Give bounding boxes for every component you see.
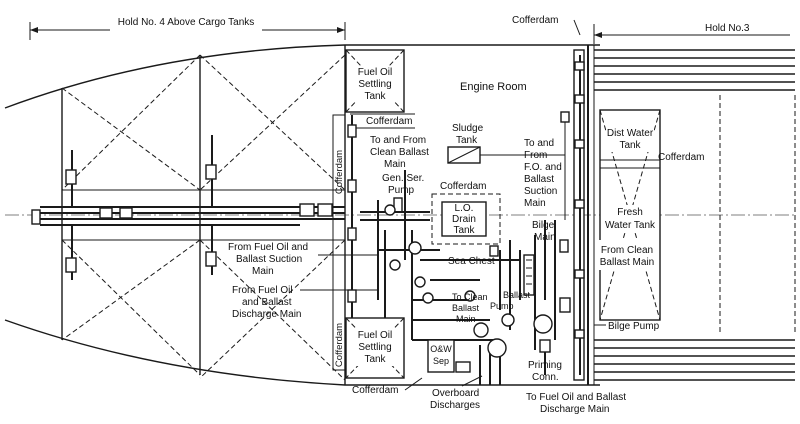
lo-drain-tank: L.O. Drain Tank: [431, 193, 501, 245]
fo-settling-tank-top: Fuel Oil Settling Tank: [345, 49, 405, 113]
cofferdam-mid-label: Cofferdam: [440, 181, 487, 192]
hold4-frames: [61, 54, 346, 381]
sludge-tank-line2: Tank: [456, 135, 478, 146]
ballast-pump-line1: Ballast: [503, 290, 531, 300]
to-from-fo-line4: Ballast: [524, 174, 554, 185]
hold3-label: Hold No.3: [705, 23, 750, 34]
overboard-line1: Overboard: [432, 388, 479, 399]
from-fo-discharge: From Fuel Oil and Ballast Discharge Main: [232, 285, 378, 320]
fo-settling-top-line2: Settling: [358, 79, 391, 90]
fo-settling-bottom-line3: Tank: [364, 354, 386, 365]
bulkhead-pipes: [573, 45, 595, 385]
cofferdam-top-label: Cofferdam: [512, 15, 559, 26]
water-tanks: Dist Water Tank Fresh Water Tank From Cl…: [596, 109, 661, 321]
cofferdam-upper-label: Cofferdam: [366, 116, 413, 127]
bilge-main-line2: Main: [534, 232, 556, 243]
lo-drain-line1: L.O.: [455, 203, 474, 214]
priming-conn-line2: Conn.: [532, 372, 559, 383]
ballast-pump-line2: Pump: [490, 301, 514, 311]
to-clean-ballast-line3: Main: [456, 314, 476, 324]
fo-settling-top-line3: Tank: [364, 91, 386, 102]
fo-settling-tank-bottom: Fuel Oil Settling Tank: [345, 317, 405, 379]
bilge-pump-label: Bilge Pump: [608, 321, 660, 332]
to-from-fo-line6: Main: [524, 198, 546, 209]
dist-water-line1: Dist Water: [607, 128, 654, 139]
from-fo-discharge-line1: From Fuel Oil: [232, 285, 293, 296]
to-from-clean-line1: To and From: [370, 135, 426, 146]
fo-settling-top-line1: Fuel Oil: [358, 67, 392, 78]
to-from-fo-line1: To and: [524, 138, 554, 149]
engine-room-piping: [360, 170, 571, 385]
to-fo-discharge-line2: Discharge Main: [540, 404, 609, 415]
cofferdam-top-leader: [573, 19, 581, 36]
from-fo-suction-line1: From Fuel Oil and: [228, 242, 308, 253]
bilge-main-line1: Bilge: [532, 220, 555, 231]
cofferdam-bottom-label: Cofferdam: [352, 385, 399, 396]
priming-conn-line1: Priming: [528, 360, 562, 371]
to-fo-discharge-line1: To Fuel Oil and Ballast: [526, 392, 626, 403]
to-from-fo-line2: From: [524, 150, 547, 161]
ow-sep-line2: Sep: [433, 356, 449, 366]
fo-settling-bottom-line1: Fuel Oil: [358, 330, 392, 341]
cofferdam-vert-lower-label: Cofferdam: [334, 323, 345, 367]
gen-ser-pump-line2: Pump: [388, 185, 415, 196]
lo-drain-line2: Drain: [452, 214, 476, 225]
hold3-dimension: Hold No.3: [593, 23, 790, 44]
cofferdam-right-label: Cofferdam: [658, 152, 705, 163]
to-clean-ballast-line1: To Clean: [452, 292, 488, 302]
dist-water-line2: Tank: [619, 140, 641, 151]
to-from-fo-line5: Suction: [524, 186, 557, 197]
from-clean-ballast-line1: From Clean: [601, 245, 653, 256]
from-fo-suction-line2: Ballast Suction: [236, 254, 302, 265]
overboard-line2: Discharges: [430, 400, 480, 411]
hold3-pipe-bundles: [594, 49, 796, 381]
ow-sep-line1: O&W: [430, 344, 452, 354]
to-from-clean-line3: Main: [384, 159, 406, 170]
hold4-dimension: Hold No. 4 Above Cargo Tanks: [29, 17, 346, 40]
ow-separator: O&W Sep: [427, 339, 471, 373]
from-clean-ballast-line2: Ballast Main: [600, 257, 654, 268]
from-fo-discharge-line2: and Ballast: [242, 297, 292, 308]
to-clean-ballast-line2: Ballast: [452, 303, 480, 313]
from-fo-discharge-line3: Discharge Main: [232, 309, 301, 320]
hold4-piping: [31, 135, 345, 280]
fresh-water-line1: Fresh: [617, 207, 643, 218]
from-fo-ballast-suction: From Fuel Oil and Ballast Suction Main: [228, 242, 378, 277]
gen-ser-pump-line1: Gen. Ser.: [382, 173, 424, 184]
sludge-tank: Sludge Tank: [447, 111, 570, 220]
from-fo-suction-line3: Main: [252, 266, 274, 277]
sludge-tank-line1: Sludge: [452, 123, 484, 134]
to-from-clean-line2: Clean Ballast: [370, 147, 429, 158]
cofferdam-vert-upper-label: Cofferdam: [334, 150, 345, 194]
engine-room-label: Engine Room: [460, 81, 527, 93]
sea-chest-label: Sea Chest: [448, 256, 495, 267]
fo-settling-bottom-line2: Settling: [358, 342, 391, 353]
hold4-label: Hold No. 4 Above Cargo Tanks: [118, 17, 255, 28]
fresh-water-line2: Water Tank: [605, 220, 656, 231]
to-from-fo-line3: F.O. and: [524, 162, 562, 173]
lo-drain-line3: Tank: [453, 225, 475, 236]
